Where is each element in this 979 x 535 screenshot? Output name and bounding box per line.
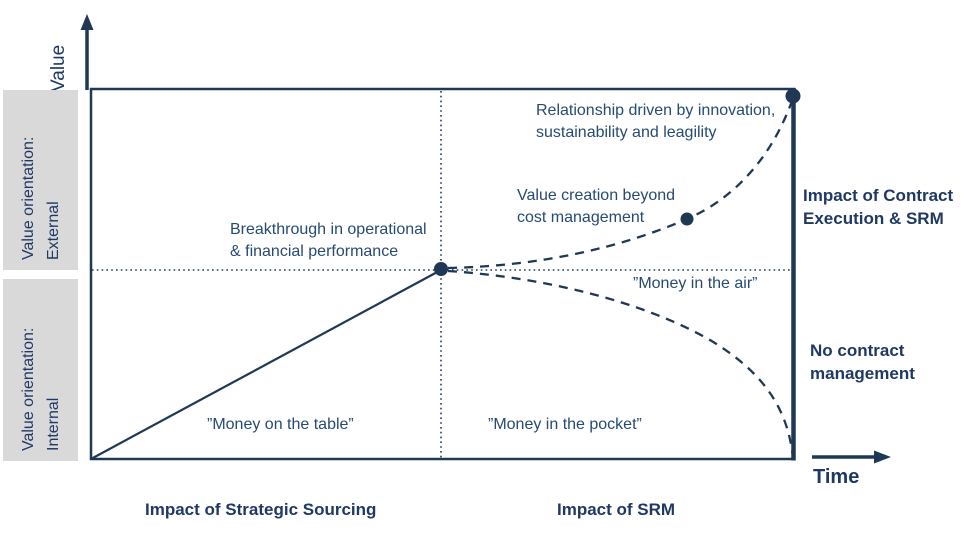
time-axis-label: Time <box>813 466 860 488</box>
breakthrough-annotation: Breakthrough in operational & financial … <box>230 219 427 263</box>
no-contract-line2: management <box>810 364 915 383</box>
relationship-annotation: Relationship driven by innovation, susta… <box>536 100 775 144</box>
impact-strategic-sourcing-label: Impact of Strategic Sourcing <box>145 500 377 519</box>
value-axis-arrowhead-icon <box>80 14 94 30</box>
impact-contract-line1: Impact of Contract <box>803 186 954 205</box>
breakthrough-point-dot <box>434 262 448 276</box>
internal-panel-line1: Value orientation: <box>19 327 37 451</box>
strategic-sourcing-growth-line <box>90 269 442 460</box>
external-panel-line1: Value orientation: <box>19 136 37 260</box>
time-axis-arrowhead-icon <box>874 450 891 464</box>
value-orientation-internal-panel: Value orientation: Internal <box>3 279 78 461</box>
breakthrough-line2: & financial performance <box>230 243 399 260</box>
internal-panel-line2: Internal <box>44 397 62 451</box>
value-orientation-external-panel: Value orientation: External <box>3 90 78 270</box>
value-axis-label: Value <box>48 44 69 92</box>
money-in-the-air-annotation: ”Money in the air” <box>633 275 758 292</box>
value-creation-line2: cost management <box>517 209 645 226</box>
money-in-the-pocket-annotation: ”Money in the pocket” <box>488 416 642 433</box>
impact-contract-line2: Execution & SRM <box>803 209 944 228</box>
breakthrough-line1: Breakthrough in operational <box>230 221 427 238</box>
impact-srm-label: Impact of SRM <box>557 500 676 519</box>
relationship-line1: Relationship driven by innovation, <box>536 102 776 119</box>
no-contract-decline-dashed-curve <box>447 269 795 459</box>
no-contract-management-label: No contract management <box>810 339 915 385</box>
relationship-line2: sustainability and leagility <box>536 124 717 141</box>
impact-contract-execution-label: Impact of Contract Execution & SRM <box>803 184 953 230</box>
value-creation-annotation: Value creation beyond cost management <box>517 185 675 229</box>
no-contract-line1: No contract <box>810 341 905 360</box>
value-creation-line1: Value creation beyond <box>517 187 676 204</box>
relationship-point-dot <box>785 88 801 104</box>
value-creation-point-dot <box>680 212 694 226</box>
money-on-the-table-annotation: ”Money on the table” <box>207 416 354 433</box>
external-panel-line2: External <box>44 201 62 260</box>
